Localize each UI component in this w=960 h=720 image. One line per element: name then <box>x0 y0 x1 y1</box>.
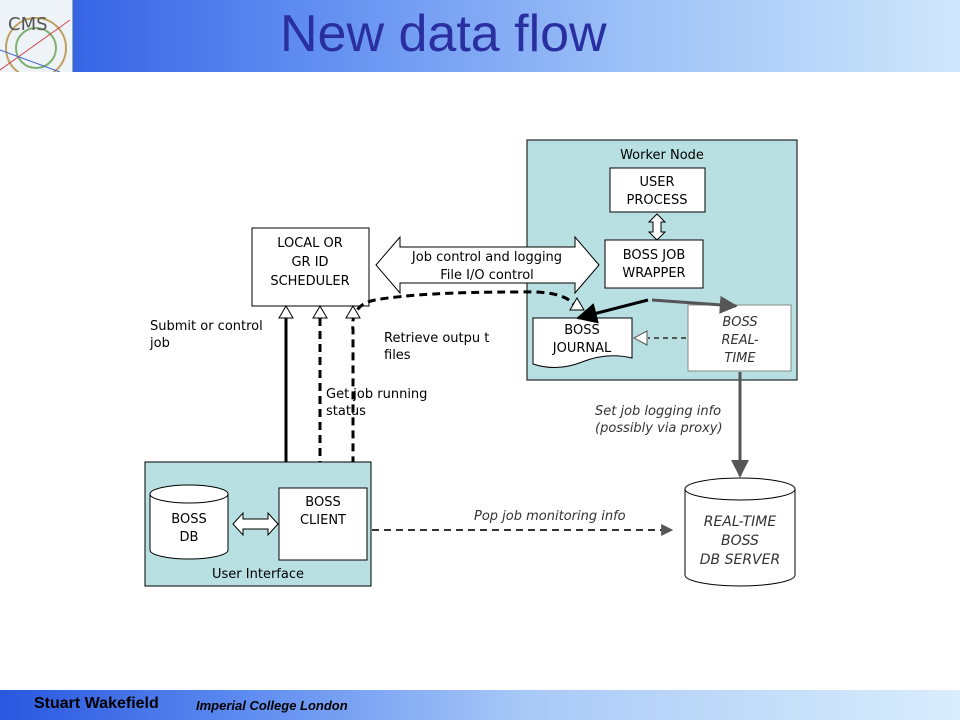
set-logging-line2: (possibly via proxy) <box>595 421 723 436</box>
submit-label-line1: Submit or control <box>150 319 263 334</box>
submit-label-line2: job <box>149 336 170 351</box>
db-client-link <box>232 511 279 537</box>
boss-client-line1: BOSS <box>305 495 340 510</box>
boss-client-box <box>278 487 368 561</box>
slide-title: New data flow <box>280 5 607 63</box>
boss-journal-box <box>532 317 633 368</box>
retrieve-label-line2: files <box>384 348 411 363</box>
boss-job-wrapper-line1: BOSS JOB <box>623 248 686 263</box>
realtime-db-line2: BOSS <box>721 533 759 549</box>
cms-logo: CMS <box>0 0 73 72</box>
realtime-db-server-cylinder <box>684 489 796 587</box>
set-logging-line1: Set job logging info <box>595 404 721 419</box>
retrieve-output-path <box>351 290 579 462</box>
scheduler-line3: SCHEDULER <box>270 274 349 289</box>
submit-job-head <box>278 305 294 319</box>
footer-author: Stuart Wakefield <box>34 695 159 712</box>
scheduler-box <box>251 227 370 307</box>
boss-db-line1: BOSS <box>171 512 206 527</box>
worker-node-label: Worker Node <box>620 148 704 163</box>
boss-real-time-line3: TIME <box>724 351 756 366</box>
user-process-line1: USER <box>639 175 674 190</box>
realtime-to-journal-head <box>632 330 648 346</box>
boss-real-time-box <box>687 304 792 372</box>
boss-job-wrapper-line2: WRAPPER <box>622 266 685 281</box>
user-process-line2: PROCESS <box>627 193 688 208</box>
realtime-db-line3: DB SERVER <box>700 552 780 568</box>
boss-job-wrapper-box <box>604 239 704 289</box>
scheduler-line2: GR ID <box>291 255 328 270</box>
job-control-arrow <box>375 235 600 295</box>
boss-real-time-line2: REAL- <box>721 333 758 348</box>
wrapper-to-journal-arrow <box>575 298 649 324</box>
user-process-box <box>609 167 706 213</box>
logo-text: CMS <box>8 14 48 35</box>
boss-client-line2: CLIENT <box>300 513 346 528</box>
footer-bar <box>0 690 960 720</box>
scheduler-line1: LOCAL OR <box>277 236 343 251</box>
wrapper-to-realtime-arrow <box>651 295 738 314</box>
boss-real-time-line1: BOSS <box>722 315 757 330</box>
get-status-head <box>312 305 328 319</box>
journal-inbound-head <box>569 297 585 311</box>
realtime-db-line1: REAL-TIME <box>704 514 777 530</box>
get-status-label-line1: Get job running <box>326 387 427 402</box>
user-interface-label: User Interface <box>212 567 304 582</box>
title-bar <box>0 0 960 72</box>
boss-db-cylinder <box>149 494 229 560</box>
boss-journal-line2: JOURNAL <box>552 341 612 356</box>
get-status-label-line2: status <box>326 404 366 419</box>
data-flow-diagram: Worker Node USER PROCESS BOSS JOB WRAPPE… <box>144 139 798 587</box>
boss-journal-line1: BOSS <box>564 323 599 338</box>
cms-logo-graphic: CMS <box>0 14 71 72</box>
retrieve-label-line1: Retrieve outpu t <box>384 331 489 346</box>
retrieve-output-head <box>345 305 361 319</box>
footer-affiliation: Imperial College London <box>196 698 348 713</box>
job-control-line1: Job control and logging <box>411 250 562 265</box>
job-control-line2: File I/O control <box>440 268 534 283</box>
pop-monitoring-label: Pop job monitoring info <box>474 509 626 524</box>
boss-db-line2: DB <box>180 530 199 545</box>
